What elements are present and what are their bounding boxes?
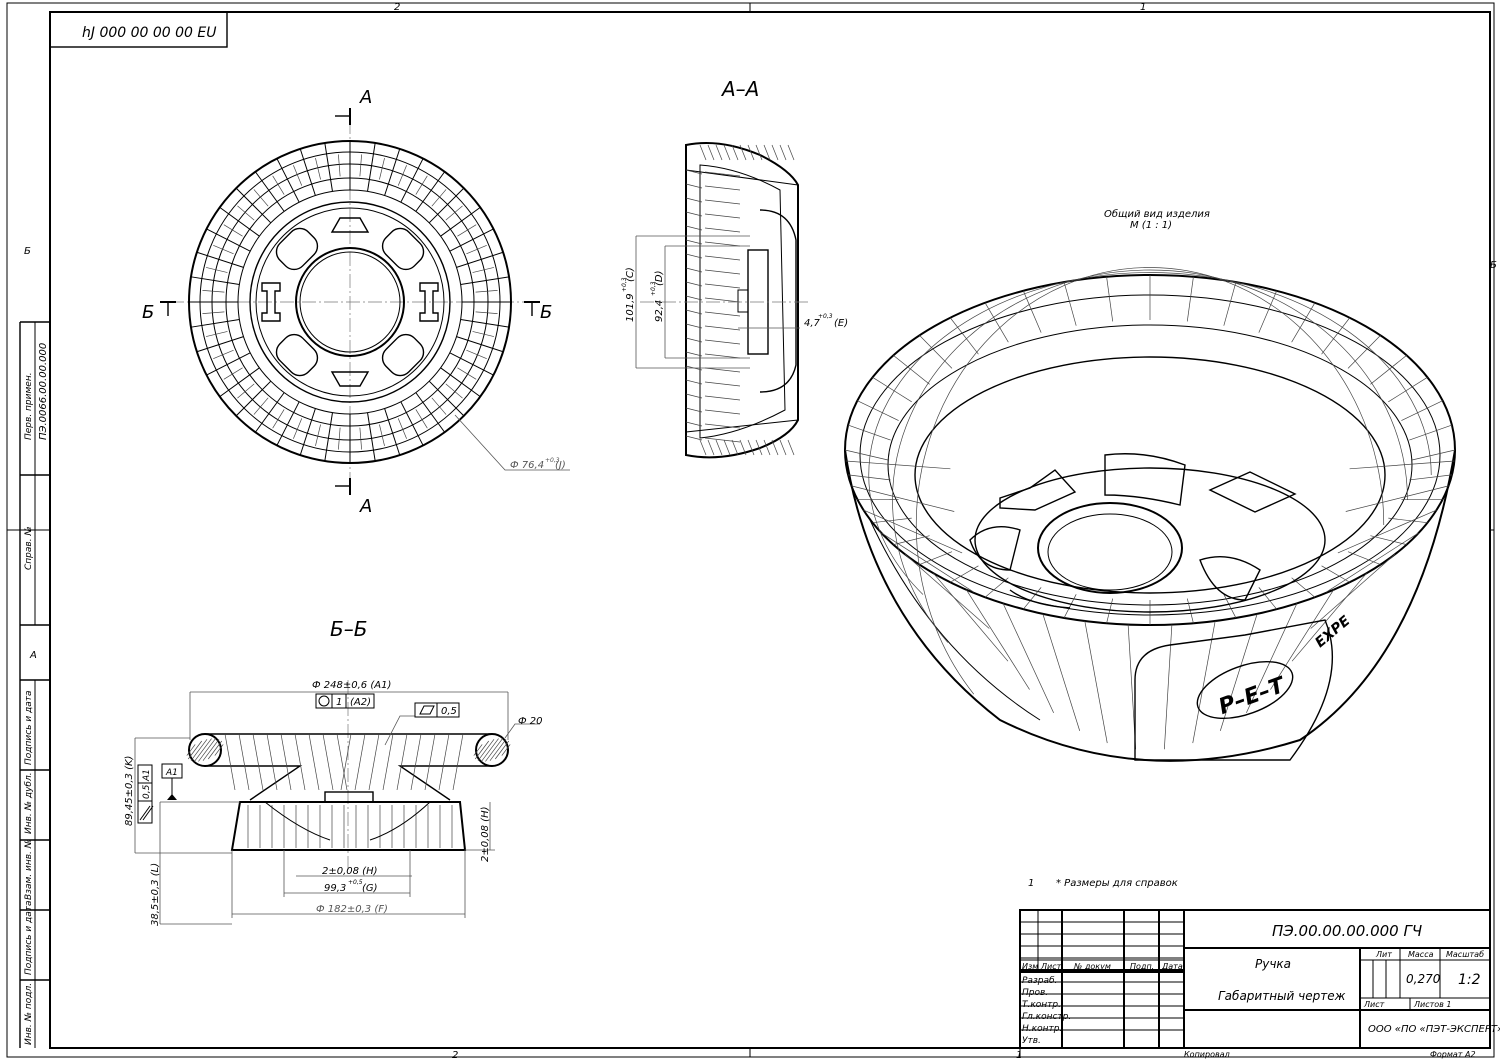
note-number: 1 [1028, 878, 1034, 889]
tb-row-glkonstr: Гл.констр. [1022, 1012, 1071, 1022]
tb-name-line1: Ручка [1255, 957, 1291, 971]
podp-data-2: Подпись и дата [24, 900, 34, 975]
tb-company: ООО «ПО «ПЭТ-ЭКСПЕРТ» [1368, 1024, 1500, 1035]
tb-col-izm: Изм [1022, 962, 1038, 971]
title-block: ПЭ.00.00.00.000 ГЧ Ручка Габаритный черт… [1019, 909, 1500, 1049]
cut-label-a-bottom: А [359, 496, 372, 517]
section-bb: Б–Б Ф 248±0,6 (A1) 1 (A2) 0,5 Ф 20 89,45… [124, 617, 543, 926]
sprav-label: Справ. № [24, 526, 34, 570]
bb-datum-cell: A1 [142, 769, 152, 782]
tb-row-prov: Пров. [1022, 988, 1048, 998]
bb-datum: A1 [165, 768, 178, 778]
bb-dim-g: 99,3 [324, 883, 346, 894]
tb-col-podp: Подп. [1130, 962, 1154, 971]
tb-col-doc: № докум [1073, 962, 1111, 971]
tb-masshtab-label: Масштаб [1446, 950, 1484, 959]
top-stamp: hJ 000 00 00 00 EU [49, 11, 228, 48]
stamp-code: hJ 000 00 00 00 EU [82, 25, 217, 41]
tb-row-nkontr: Н.контр. [1022, 1024, 1062, 1034]
front-dia-ref: (J) [555, 460, 566, 471]
bb-runout-ref: (A2) [350, 697, 371, 708]
bb-dia-top: Ф 248±0,6 (A1) [312, 680, 391, 691]
cut-label-b-right: Б [540, 302, 552, 323]
bb-dim-g-ref: (G) [362, 883, 378, 894]
tb-listov-label: Листов 1 [1413, 1000, 1452, 1009]
aa-dim3-tol: +0,3 [818, 313, 833, 320]
aa-dim1-tol: +0,3 [621, 277, 628, 292]
iso-logo-tail: EXPE [1312, 613, 1353, 651]
bb-dim-g-tol: +0,5 [348, 879, 363, 886]
aa-dim2-ref: (D) [654, 270, 665, 286]
tb-designation: ПЭ.00.00.00.000 ГЧ [1272, 922, 1422, 940]
front-windows [275, 227, 425, 377]
tb-masshtab-value: 1:2 [1458, 972, 1481, 988]
zone-top-1: 1 [1140, 2, 1146, 13]
tb-row-razrab: Разраб. [1022, 976, 1057, 986]
zone-top-2: 2 [394, 2, 400, 13]
zone-bottom-2: 2 [452, 1050, 458, 1061]
bb-hatch [186, 738, 511, 762]
bb-right-dim: 2±0,08 (H) [480, 806, 491, 862]
aa-dim2: 92,4 [654, 300, 665, 322]
tb-col-data: Дата [1161, 962, 1183, 971]
aa-dim1-ref: (C) [625, 267, 636, 282]
perv-primen-label: Перв. примен. [24, 372, 34, 440]
zone-bottom-1: 1 [1016, 1050, 1022, 1061]
tb-name-line2: Габаритный чертеж [1218, 989, 1346, 1003]
front-dia-tol: +0,3 [545, 457, 560, 464]
bb-ribs [224, 733, 464, 848]
front-ribs [189, 141, 511, 463]
podp-data-1: Подпись и дата [24, 690, 34, 765]
cut-label-b-left: Б [142, 302, 154, 323]
perv-primen-value: ПЭ.0066.00.00.000 [38, 343, 49, 440]
tb-rows [1020, 921, 1184, 1031]
bb-dim-f: Ф 182±0,3 (F) [316, 904, 388, 915]
tb-row-tkontr: Т.контр. [1022, 1000, 1061, 1010]
section-bb-title: Б–Б [330, 617, 367, 641]
note-text: * Размеры для справок [1056, 878, 1178, 889]
tb-col-list: Лист [1040, 962, 1062, 971]
section-aa-title: А–А [720, 77, 759, 101]
tb-row-utv: Утв. [1022, 1036, 1041, 1046]
aa-dim3: 4,7 [804, 318, 821, 329]
bb-flat-val: 0,5 [441, 706, 457, 717]
bb-height: 89,45±0,3 (K) [124, 756, 135, 826]
aa-dim1: 101,9 [625, 293, 636, 322]
bb-runout-val: 1 [336, 697, 342, 708]
vzam-inv: Взам. инв. № [24, 839, 34, 900]
bb-dia-bead: Ф 20 [518, 716, 543, 727]
front-dia-text: Ф 76,4 [510, 460, 544, 471]
front-view: А А Б Б Ф 76,4 +0,3 (J) [142, 87, 570, 517]
inv-podl: Инв. № подл. [24, 983, 34, 1045]
iso-view: Общий вид изделия М (1 : 1) P–E–T EXPE [844, 208, 1456, 783]
sheet-frame [6, 2, 1495, 1058]
iso-title: Общий вид изделия [1104, 208, 1210, 220]
cut-label-a-top: А [359, 87, 372, 108]
section-aa: А–А 101,9 +0,3 (C) 92,4 +0,3 (D) 4,7 +0,… [621, 77, 848, 459]
aa-ribs [685, 144, 795, 456]
inv-dubl: Инв. № дубл. [24, 772, 34, 834]
aa-dim3-ref: (E) [834, 318, 848, 329]
tb-massa-value: 0,270 [1406, 972, 1441, 986]
tb-massa-label: Масса [1408, 950, 1434, 959]
zone-left-a: А [29, 650, 37, 661]
bb-parallel-val: 0,5 [142, 784, 152, 799]
left-strip: Перв. примен. ПЭ.0066.00.00.000 Справ. №… [19, 321, 50, 1048]
tb-list-label: Лист [1363, 1000, 1385, 1009]
bb-dim-h: 2±0,08 (H) [322, 866, 378, 877]
zone-right-b: Б [1490, 260, 1497, 271]
tb-lit-label: Лит [1375, 950, 1392, 959]
zone-left-b: Б [24, 246, 31, 257]
tb-kopiroval: Копировал [1184, 1050, 1230, 1059]
bb-base-height: 38,5±0,3 (L) [150, 863, 161, 926]
iso-grid [844, 267, 1456, 783]
tb-format: Формат А2 [1430, 1050, 1476, 1059]
iso-scale: М (1 : 1) [1130, 220, 1172, 231]
aa-dim2-tol: +0,3 [650, 281, 657, 296]
